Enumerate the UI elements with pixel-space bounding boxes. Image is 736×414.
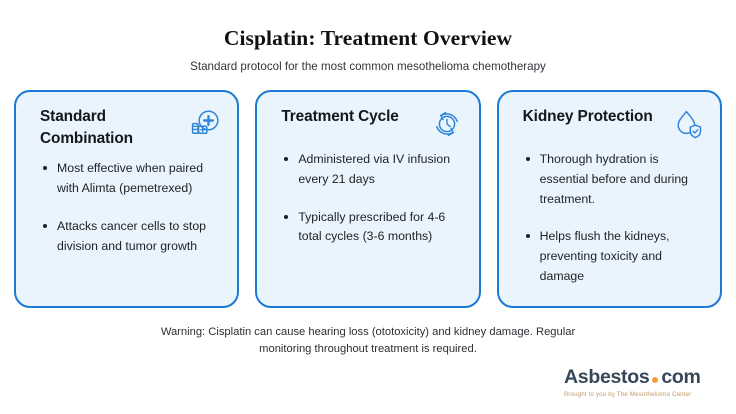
footer: Warning: Cisplatin can cause hearing los… [0, 308, 736, 414]
header: Cisplatin: Treatment Overview Standard p… [0, 0, 736, 74]
card-header: Standard Combination [32, 106, 221, 150]
bullet-dot [284, 214, 289, 219]
list-item: Typically prescribed for 4-6 total cycle… [283, 208, 462, 248]
logo-tagline: Brought to you by The Mesothelioma Cente… [564, 390, 692, 398]
list-item-text: Attacks cancer cells to stop division an… [57, 219, 206, 254]
list-item-text: Most effective when paired with Alimta (… [57, 161, 204, 196]
bullet-dot [525, 156, 530, 161]
list-item-text: Thorough hydration is essential before a… [539, 151, 689, 206]
list-item: Administered via IV infusion every 21 da… [283, 150, 462, 190]
list-item: Helps flush the kidneys, preventing toxi… [525, 227, 704, 287]
logo-name: Asbestos [564, 366, 650, 389]
card-title: Treatment Cycle [281, 107, 399, 125]
bullet-dot [525, 234, 530, 239]
droplet-shield-check-icon [672, 108, 704, 140]
page-title: Cisplatin: Treatment Overview [223, 26, 513, 50]
bullet-list: Thorough hydration is essential before a… [515, 150, 704, 287]
card-kidney-protection: Kidney Protection Thorough hydration is … [496, 89, 722, 308]
bullet-dot [284, 156, 289, 161]
medication-plus-icon [189, 108, 221, 140]
card-standard-combination: Standard Combination Most effective when… [14, 89, 240, 308]
warning-text: Warning: Cisplatin can cause hearing los… [160, 325, 576, 356]
page-subtitle: Standard protocol for the most common me… [190, 59, 546, 73]
asbestos-logo[interactable]: Asbestos com Brought to you by The Mesot… [564, 368, 724, 398]
list-item-text: Typically prescribed for 4-6 total cycle… [298, 209, 446, 244]
bullet-list: Administered via IV infusion every 21 da… [273, 150, 462, 248]
card-title: Kidney Protection [522, 107, 653, 125]
list-item: Most effective when paired with Alimta (… [42, 159, 221, 199]
list-item-text: Administered via IV infusion every 21 da… [298, 151, 451, 186]
card-title: Standard Combination [40, 107, 133, 147]
card-header: Treatment Cycle [273, 106, 462, 140]
card-row: Standard Combination Most effective when… [0, 74, 736, 308]
logo-wordmark: Asbestos com [564, 368, 724, 388]
clock-cycle-icon [431, 108, 463, 140]
bullet-dot [43, 224, 47, 229]
bullet-dot [43, 166, 47, 171]
list-item-text: Helps flush the kidneys, preventing toxi… [539, 229, 670, 284]
bullet-list: Most effective when paired with Alimta (… [32, 159, 221, 257]
logo-suffix: com [661, 366, 701, 389]
list-item: Attacks cancer cells to stop division an… [42, 217, 221, 257]
card-treatment-cycle: Treatment Cycle Administered via IV infu… [255, 89, 481, 308]
card-header: Kidney Protection [515, 106, 704, 140]
logo-dot-icon [652, 377, 659, 384]
list-item: Thorough hydration is essential before a… [525, 150, 704, 210]
